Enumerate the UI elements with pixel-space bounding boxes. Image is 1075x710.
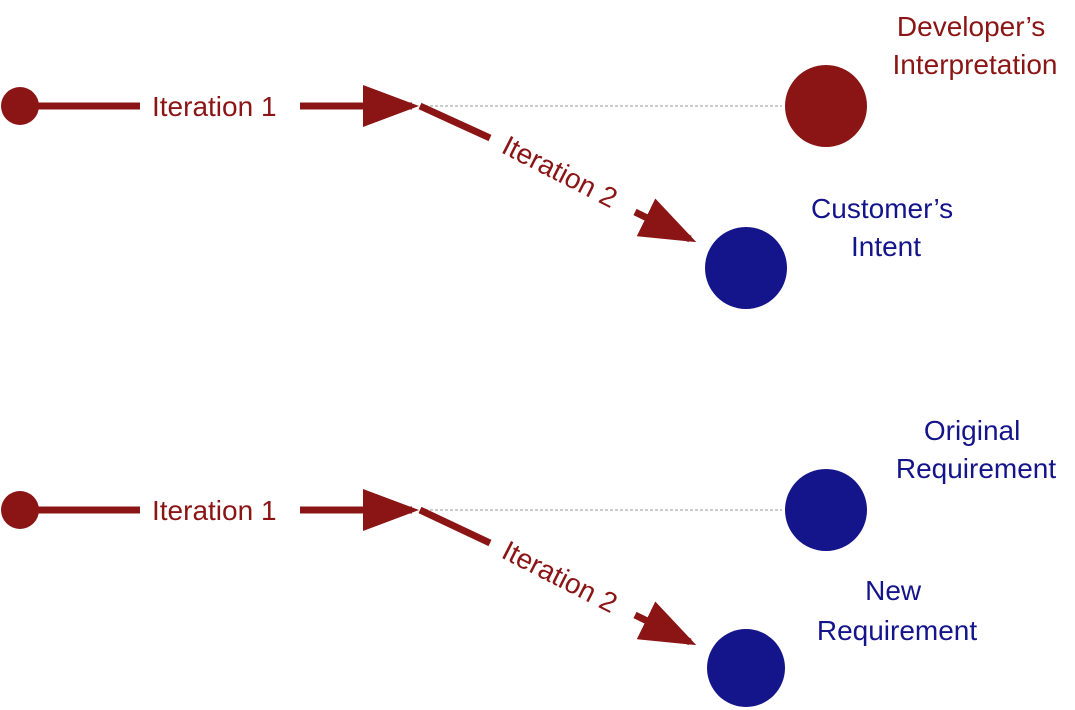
bottom-original-node (785, 469, 867, 551)
bottom-iteration1-label: Iteration 1 (152, 495, 277, 526)
top-developer-label: Developer’s Interpretation (893, 11, 1058, 80)
bottom-original-label-line1: Original (924, 415, 1020, 446)
top-customer-node (705, 227, 787, 309)
top-developer-label-line2: Interpretation (893, 49, 1058, 80)
bottom-original-label-line2: Requirement (896, 453, 1057, 484)
bottom-iteration2-label: Iteration 2 (497, 535, 622, 619)
top-developer-node (785, 65, 867, 147)
bottom-new-label-line1: New (865, 575, 922, 606)
bottom-iteration2-arrow-segment-b (633, 601, 697, 646)
bottom-original-label: Original Requirement (896, 415, 1057, 484)
bottom-new-node (707, 629, 785, 707)
top-developer-label-line1: Developer’s (897, 11, 1045, 42)
top-iteration2-label: Iteration 2 (497, 130, 622, 214)
top-iteration2-arrow-segment-b (633, 198, 697, 243)
bottom-new-label: New Requirement (817, 575, 978, 646)
top-customer-label-line1: Customer’s (811, 193, 953, 224)
bottom-panel: Iteration 1 Original Requirement Iterati… (1, 415, 1056, 707)
top-iteration1-label: Iteration 1 (152, 91, 277, 122)
bottom-iteration2-arrow-segment-a (418, 506, 492, 547)
bottom-new-label-line2: Requirement (817, 615, 978, 646)
top-iteration2-arrow-segment-a (418, 102, 492, 142)
top-customer-label: Customer’s Intent (811, 193, 961, 262)
top-customer-label-line2: Intent (851, 231, 921, 262)
top-panel: Iteration 1 Developer’s Interpretation I… (1, 11, 1058, 309)
